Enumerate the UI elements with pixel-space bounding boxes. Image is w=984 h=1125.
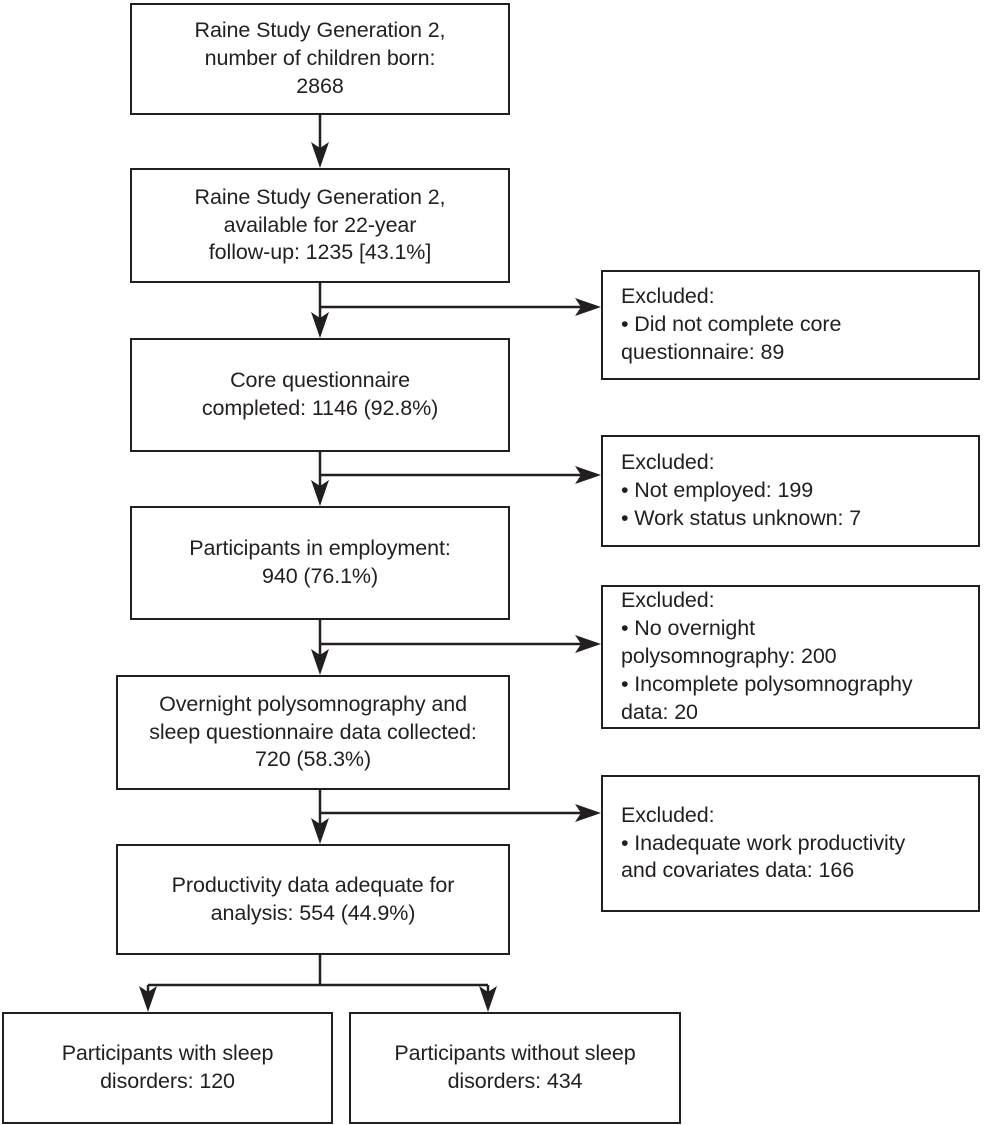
arrowhead-employment-to-excluded-3	[575, 635, 601, 653]
arrowhead-employment-to-psg	[311, 649, 329, 675]
node-excluded-polysomnography: Excluded: • No overnight polysomnography…	[601, 585, 980, 729]
node-core-questionnaire-text: Core questionnaire completed: 1146 (92.8…	[201, 368, 439, 420]
node-with-sleep-disorders-text: Participants with sleep disorders: 120	[61, 1041, 274, 1093]
node-available-followup-text: Raine Study Generation 2, available for …	[194, 184, 446, 265]
arrowhead-psg-to-excluded-4	[575, 804, 601, 822]
node-excluded-productivity: Excluded: • Inadequate work productivity…	[601, 775, 980, 912]
connector-productivity-split	[146, 955, 490, 998]
node-polysomnography-collected-text: Overnight polysomnography and sleep ques…	[149, 691, 477, 772]
node-excluded-polysomnography-text: Excluded: • No overnight polysomnography…	[621, 588, 913, 724]
node-children-born: Raine Study Generation 2, number of chil…	[130, 3, 510, 115]
node-participants-employment: Participants in employment: 940 (76.1%)	[130, 506, 510, 620]
node-polysomnography-collected: Overnight polysomnography and sleep ques…	[116, 675, 510, 790]
arrowhead-core-to-employment	[311, 480, 329, 506]
node-core-questionnaire: Core questionnaire completed: 1146 (92.8…	[130, 338, 510, 452]
node-excluded-core-questionnaire-text: Excluded: • Did not complete core questi…	[621, 284, 842, 364]
arrowhead-followup-to-excluded-1	[575, 298, 601, 316]
node-available-followup: Raine Study Generation 2, available for …	[130, 168, 510, 283]
node-excluded-core-questionnaire: Excluded: • Did not complete core questi…	[601, 270, 980, 380]
node-excluded-employment: Excluded: • Not employed: 199 • Work sta…	[601, 435, 980, 547]
node-excluded-productivity-text: Excluded: • Inadequate work productivity…	[621, 802, 906, 883]
node-with-sleep-disorders: Participants with sleep disorders: 120	[2, 1012, 333, 1124]
node-participants-employment-text: Participants in employment: 940 (76.1%)	[189, 536, 451, 588]
node-productivity-adequate: Productivity data adequate for analysis:…	[116, 844, 510, 955]
node-without-sleep-disorders-text: Participants without sleep disorders: 43…	[394, 1041, 636, 1093]
node-without-sleep-disorders: Participants without sleep disorders: 43…	[349, 1012, 681, 1124]
node-children-born-text: Raine Study Generation 2, number of chil…	[194, 18, 446, 98]
node-excluded-employment-text: Excluded: • Not employed: 199 • Work sta…	[621, 450, 862, 530]
arrowhead-to-without-disorders	[479, 986, 497, 1012]
arrowhead-core-to-excluded-2	[575, 466, 601, 484]
node-productivity-adequate-text: Productivity data adequate for analysis:…	[171, 872, 455, 925]
arrowhead-to-with-disorders	[139, 986, 157, 1012]
arrowhead-psg-to-productivity	[311, 818, 329, 844]
arrowhead-followup-to-core	[311, 312, 329, 338]
arrowhead-born-to-followup	[311, 142, 329, 168]
